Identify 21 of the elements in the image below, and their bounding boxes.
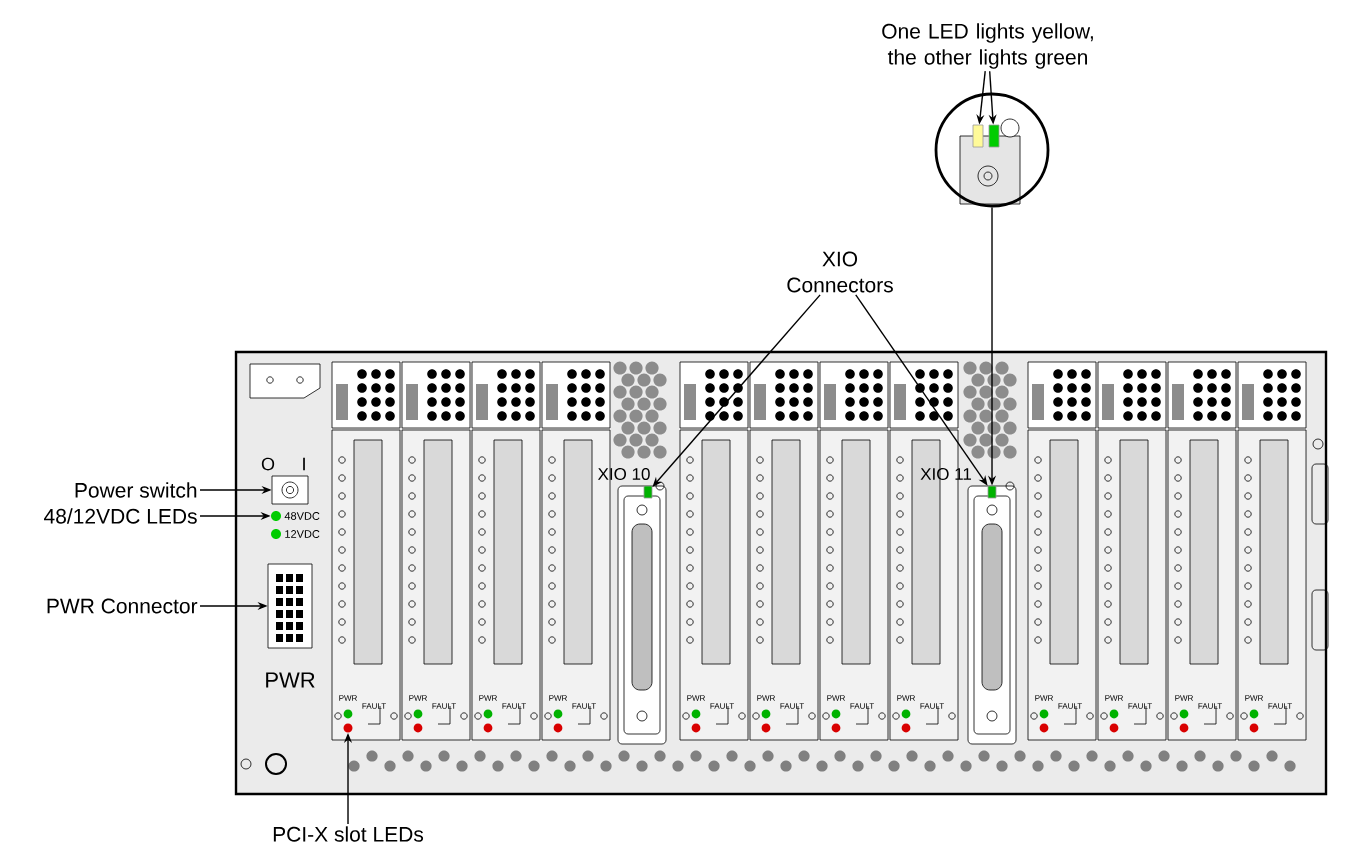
arrow <box>652 294 821 487</box>
power-connector <box>267 563 313 649</box>
inset-circle <box>934 92 1050 208</box>
led <box>987 485 997 499</box>
callout-text: 48/12VDC LEDs <box>44 508 197 524</box>
led <box>643 485 653 499</box>
callout-text: PWR Connector <box>47 598 198 614</box>
panel-label: PWR <box>266 672 315 688</box>
callout-text: Power switch <box>75 482 197 498</box>
led <box>343 723 353 733</box>
panel-label: XIO 11 <box>920 468 971 480</box>
callout-text: PCI-X slot LEDs <box>273 826 424 842</box>
panel-label: O <box>261 457 275 471</box>
led <box>271 511 281 521</box>
led <box>988 124 1000 148</box>
panel-label: I <box>303 457 305 471</box>
callout-text: One LED lights yellow, the other lights green <box>882 23 1093 69</box>
power-switch <box>271 475 309 505</box>
panel-label: XIO 10 <box>597 468 650 480</box>
callout-text: XIO Connectors <box>787 251 893 293</box>
led <box>972 124 984 148</box>
